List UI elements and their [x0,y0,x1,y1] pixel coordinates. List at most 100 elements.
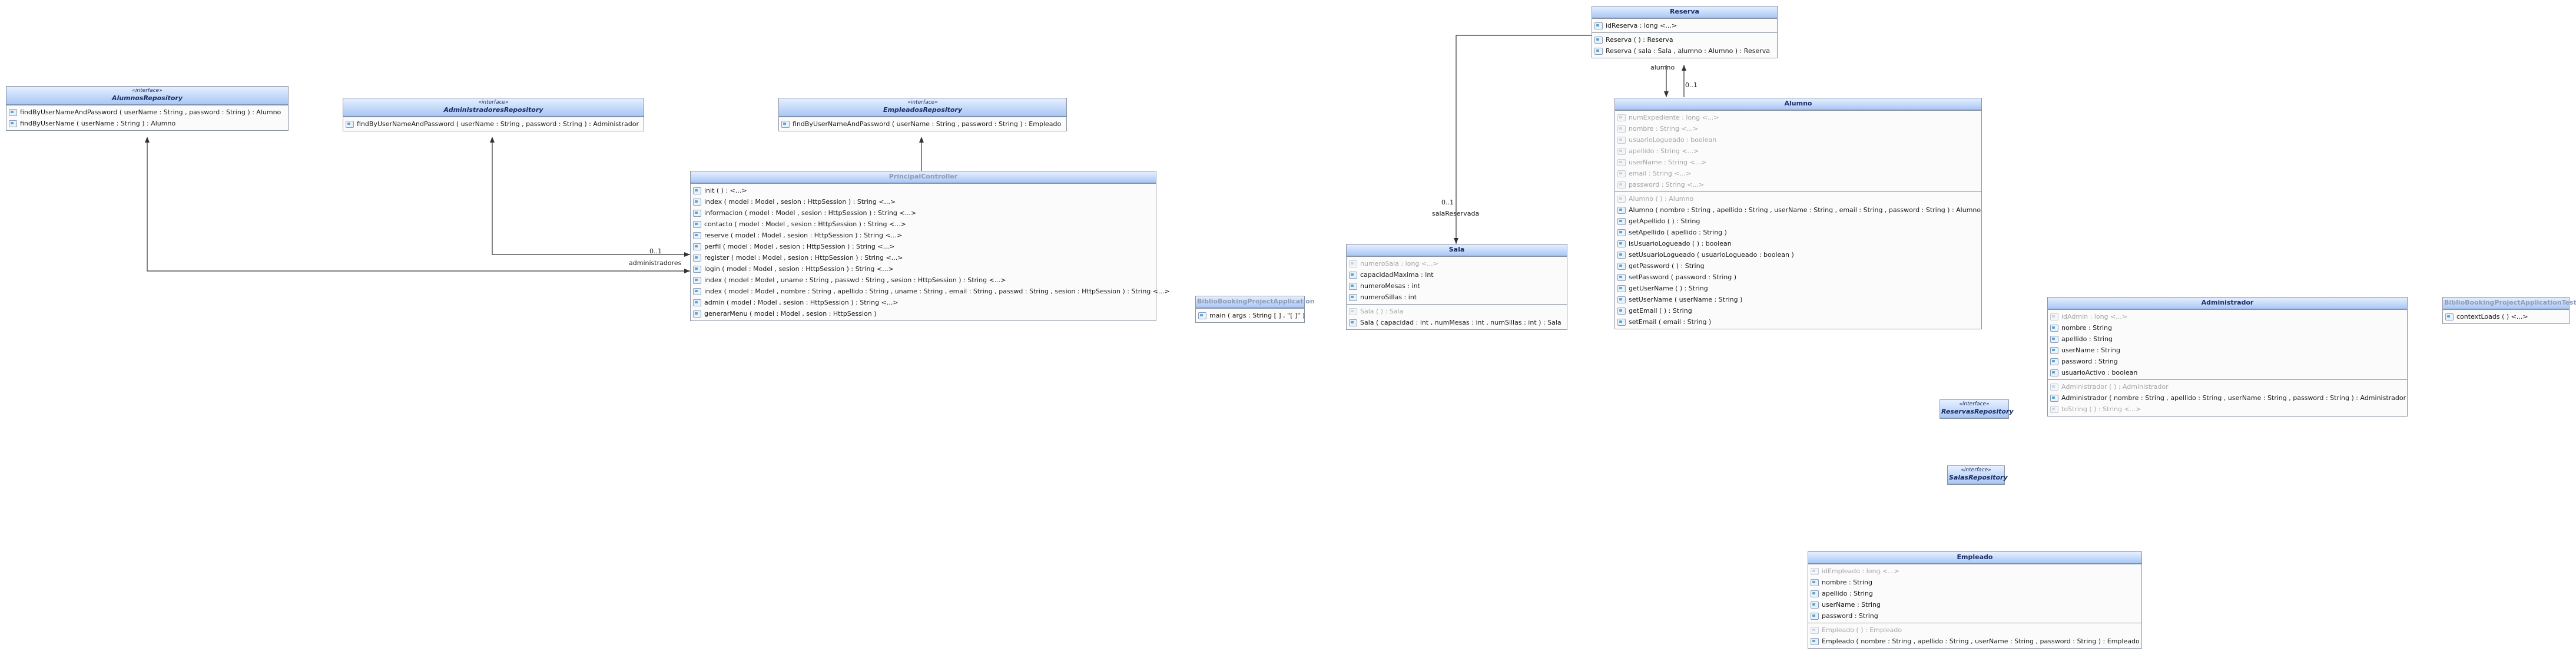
method-icon [693,232,701,239]
method-row: contacto ( model : Model , sesion : Http… [693,219,1153,230]
field-icon [1617,158,1626,166]
method-row: findByUserNameAndPassword ( userName : S… [346,118,641,130]
class-empleado[interactable]: Empleado idEmpleado : long <...> nombre : … [1808,551,2142,649]
field-icon [1349,260,1357,267]
class-name: BiblioBookingProjectApplication [1197,298,1315,305]
field-icon [1617,114,1626,121]
method-row: Reserva ( ) : Reserva [1594,34,1775,45]
method-row-text: getEmail ( ) : String [1629,307,1692,315]
class-name: Reserva [1670,8,1699,15]
field-icon [1349,293,1357,301]
method-icon [2445,313,2454,320]
alumno-multiplicity-label: 0..1 [1685,81,1698,89]
method-row-text: setApellido ( apellido : String ) [1629,229,1727,236]
attribute-row: apellido : String [1811,588,2139,599]
attribute-row: numeroSillas : int [1349,292,1564,303]
stereotype-label: «interface» [1961,467,1991,473]
method-icon [1594,47,1603,55]
attribute-row: numExpediente : long <...> [1617,112,1979,123]
method-row: Administrador ( ) : Administrador [2050,381,2405,392]
attribute-row: nombre : String <...> [1617,123,1979,134]
method-row-text: setEmail ( email : String ) [1629,318,1712,326]
method-row: getEmail ( ) : String [1617,305,1979,316]
attribute-row: numeroMesas : int [1349,280,1564,292]
method-icon [1198,312,1206,319]
field-icon [1349,282,1357,290]
alumno-role-label: alumno [1650,64,1675,71]
method-row: Empleado ( nombre : String , apellido : … [1811,636,2140,647]
method-row-text: informacion ( model : Model , sesion : H… [704,209,917,217]
method-icon [693,198,701,206]
assoc-reserva-sala [1456,35,1592,244]
method-row: main ( args : String [ ] , "[ ]" ) [1198,310,1305,321]
method-row-text: Alumno ( ) : Alumno [1629,195,1694,203]
attributes-compartment: idEmpleado : long <...> nombre : String ap… [1808,564,2141,623]
methods-compartment: main ( args : String [ ] , "[ ]" ) [1196,308,1305,322]
method-row-text: index ( model : Model , nombre : String … [704,287,1170,295]
method-icon [693,299,701,306]
attribute-row: userName : String <...> [1617,157,1979,168]
method-icon [1617,251,1626,259]
method-icon [693,209,701,217]
method-icon [693,265,701,273]
class-header: PrincipalController [691,171,1156,183]
class-name: BiblioBookingProjectApplicationTests [2444,299,2576,306]
sala-multiplicity-label: 0..1 [1441,199,1454,206]
class-header: Empleado [1808,552,2141,564]
method-row-text: contacto ( model : Model , sesion : Http… [704,220,906,228]
method-icon [1594,36,1603,44]
attribute-row-text: apellido : String <...> [1629,147,1699,155]
method-row: setUsuarioLogueado ( usuarioLogueado : b… [1617,249,1979,260]
class-header: «interface»ReservasRepository [1940,400,2014,418]
field-icon [1617,136,1626,144]
attribute-row-text: apellido : String [1822,590,1873,597]
method-icon [1617,273,1626,281]
method-row-text: getUserName ( ) : String [1629,285,1708,292]
class-reserva[interactable]: Reserva idReserva : long <...> Reserva ( )… [1592,6,1778,58]
method-row: login ( model : Model , sesion : HttpSes… [693,263,1153,275]
class-biblio-tests[interactable]: BiblioBookingProjectApplicationTests cont… [2442,297,2576,324]
attribute-row-text: idEmpleado : long <...> [1822,567,1899,575]
class-alumnos-repo[interactable]: «interface»AlumnosRepository findByUserNa… [6,86,289,131]
class-name: AlumnosRepository [111,94,183,102]
field-icon [1811,590,1819,597]
method-row: informacion ( model : Model , sesion : H… [693,207,1153,219]
method-icon [1617,206,1626,214]
methods-compartment: findByUserNameAndPassword ( userName : S… [779,117,1066,131]
method-row-text: register ( model : Model , sesion : Http… [704,254,903,262]
class-reservas-repo[interactable]: «interface»ReservasRepository [1940,399,2014,419]
method-row-text: Sala ( capacidad : int , numMesas : int … [1360,319,1561,326]
method-icon [693,220,701,228]
attribute-row: userName : String [1811,599,2139,610]
class-name: Sala [1448,246,1465,253]
attributes-compartment: idReserva : long <...> [1592,18,1777,32]
method-icon [1811,626,1819,634]
class-biblio-app[interactable]: BiblioBookingProjectApplication main ( ar… [1195,296,1315,323]
method-row: contextLoads ( ) <...> [2445,311,2567,322]
class-name: ReservasRepository [1941,408,2014,415]
class-header: Sala [1347,244,1567,256]
method-row: setEmail ( email : String ) [1617,316,1979,328]
method-icon [1617,195,1626,203]
class-salas-repo[interactable]: «interface»SalasRepository [1947,465,2008,485]
attributes-compartment: numExpediente : long <...>nombre : Strin… [1615,110,1981,191]
method-row: findByUserNameAndPassword ( userName : S… [9,107,286,118]
method-icon [693,287,701,295]
attribute-row-text: nombre : String [1822,579,1872,586]
stereotype-label: «interface» [907,100,938,105]
method-row-text: setUserName ( userName : String ) [1629,296,1743,303]
method-icon [9,108,17,116]
method-row-text: contextLoads ( ) <...> [2456,313,2528,320]
class-header: «interface»AlumnosRepository [6,87,288,105]
stereotype-label: «interface» [478,100,509,105]
attribute-row: nombre : String [2050,322,2405,333]
attribute-row: usuarioActivo : boolean [2050,367,2405,378]
